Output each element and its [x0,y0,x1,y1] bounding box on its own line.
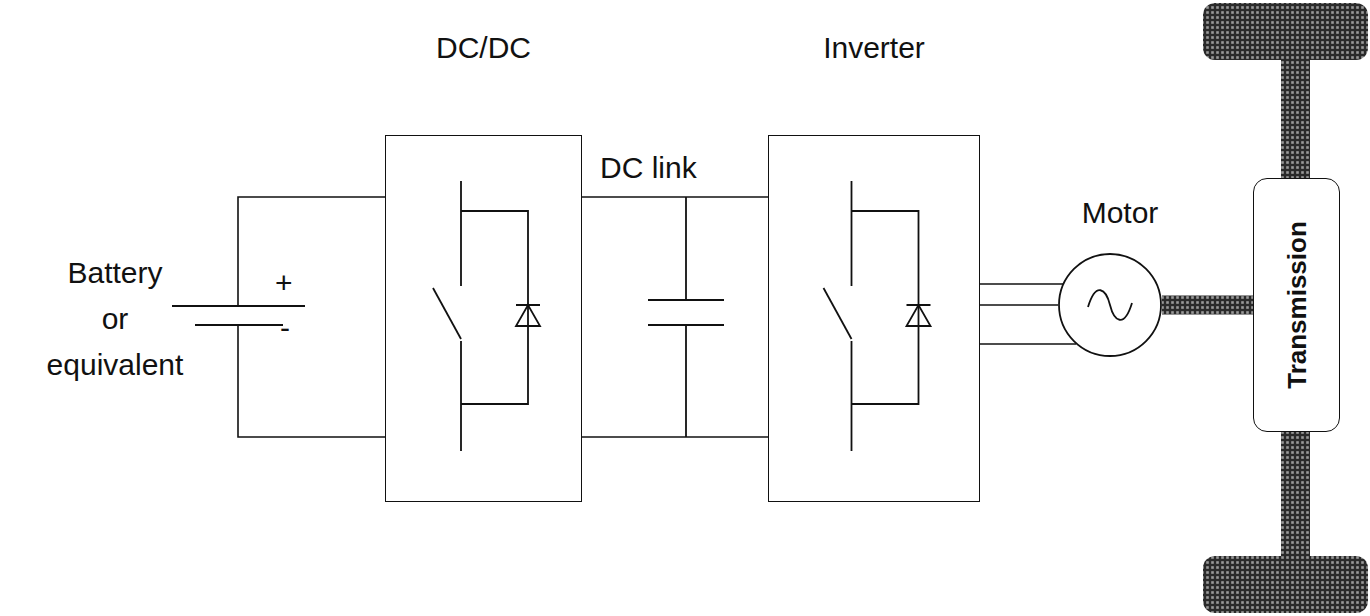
node-label: Inverter [823,31,925,64]
switch-blade [433,288,461,339]
switch-symbol [386,136,583,503]
heading-row: Motor [1008,195,1232,235]
dc-link-rail [582,436,768,438]
phase-line [980,304,1058,306]
dc-link-rail [582,196,768,198]
switch-symbol [769,136,981,503]
motor-outline [1058,253,1162,357]
motor-circle: Motor [1058,253,1162,357]
switch-blade [824,288,852,339]
switch-lines [824,181,931,451]
phase-line [980,343,1076,345]
sine-symbol [1088,290,1132,320]
converter-box: DC/DC [385,135,582,502]
transmission-box: Transmission [1253,178,1340,432]
heading-row: DC/DC [326,30,641,70]
switch-lines [433,181,540,451]
heading-row: Inverter [709,30,1039,70]
node-label: DC/DC [436,31,531,64]
node-label: Transmission [1281,221,1312,389]
diode-symbol [907,305,931,326]
phase-line [980,283,1063,285]
battery-label: Battery or equivalent [42,250,188,388]
polarity-sign: - [280,310,290,346]
switch-body [461,181,528,451]
drive-shaft [1162,296,1253,315]
node-label: Motor [1082,196,1159,229]
battery-plate [172,305,305,307]
switch-body [852,181,919,451]
polarity-sign: + [275,265,293,301]
inverter-box: Inverter [768,135,980,502]
battery-wire [238,197,385,437]
motor-ring [1059,254,1161,356]
capacitor-symbol [648,197,724,437]
diode-symbol [516,305,540,326]
wheel [1203,3,1368,60]
battery-plate [195,324,283,326]
bus-label: DC link [600,150,697,186]
wheel [1203,556,1368,613]
